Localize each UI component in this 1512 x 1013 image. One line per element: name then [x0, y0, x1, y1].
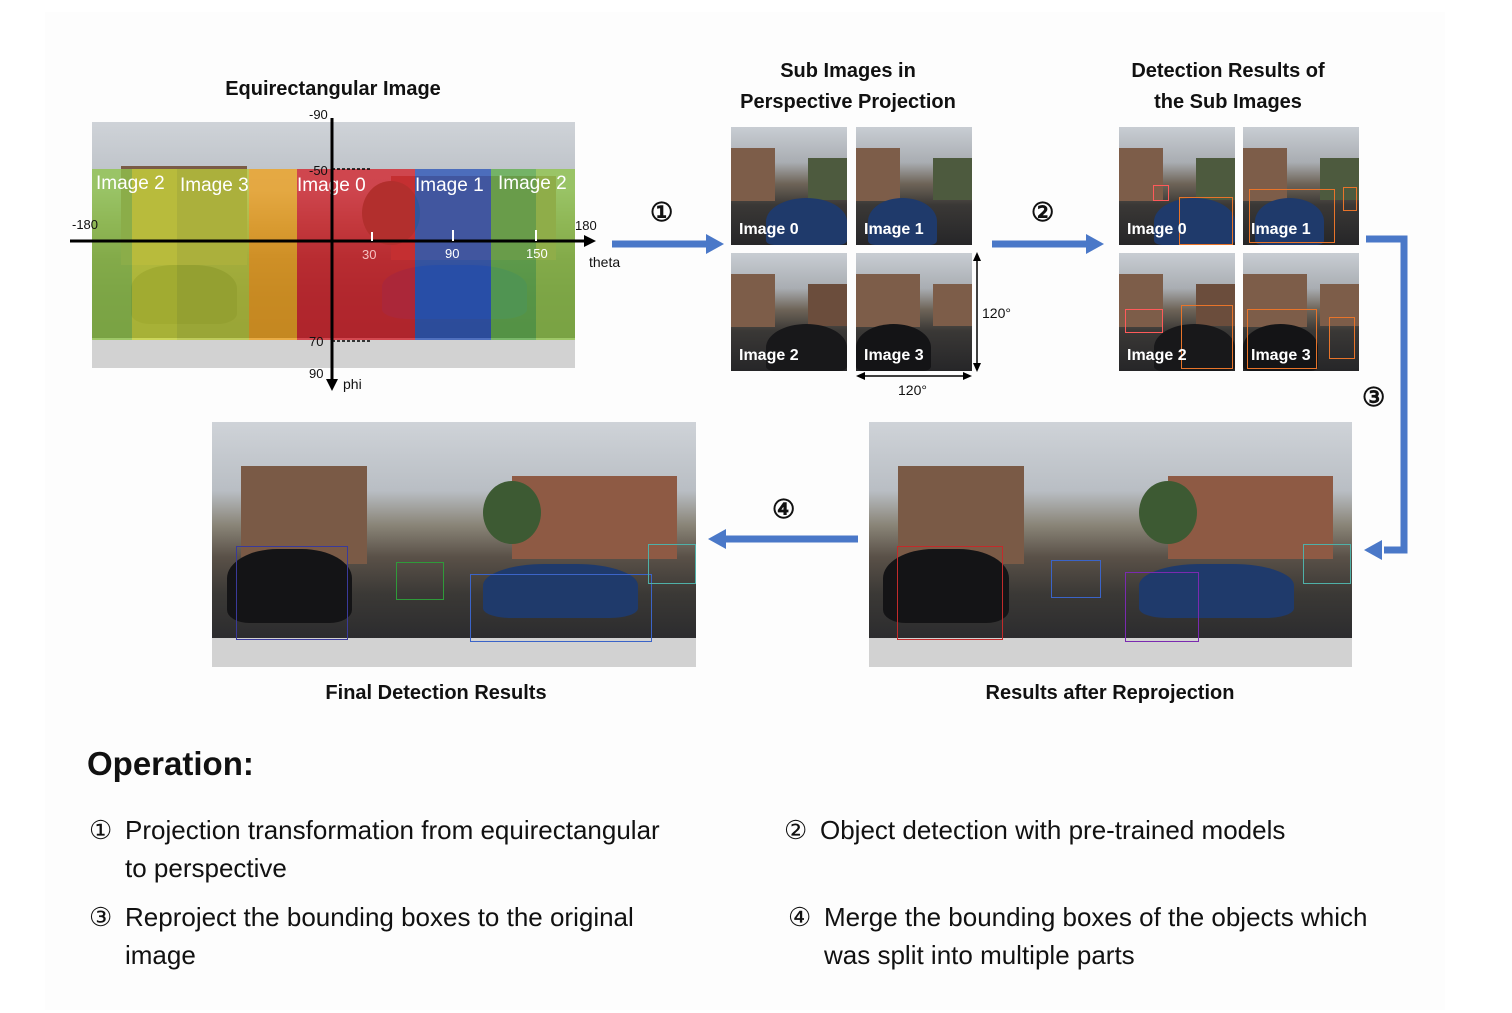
- strip-image2-image3-overlap: [132, 169, 177, 340]
- phi-upper-label: -50: [309, 163, 328, 178]
- sub-image-1: Image 1: [856, 127, 972, 245]
- arrow-step2-head: [1086, 234, 1104, 254]
- detection-image-1-label: Image 1: [1251, 221, 1311, 238]
- sub-image-3: Image 3: [856, 253, 972, 371]
- phi-top-label: -90: [309, 107, 328, 122]
- step-1-marker: ①: [650, 197, 674, 227]
- tick-label-30: 30: [362, 247, 377, 262]
- operation-item-2-line1: Object detection with pre-trained models: [820, 815, 1286, 845]
- strip-image2-right: [536, 169, 575, 340]
- step-4-marker: ④: [772, 494, 796, 524]
- detection-image-0: Image 0: [1119, 127, 1235, 245]
- step-3-marker: ③: [1362, 382, 1386, 412]
- arrow-step1-head: [706, 234, 724, 254]
- step-2-marker: ②: [1031, 197, 1055, 227]
- operation-item-1-number: ①: [89, 815, 113, 845]
- detection-title-line2: the Sub Images: [1154, 91, 1302, 113]
- operation-item-3-number: ③: [89, 902, 113, 932]
- strip-image3: [177, 169, 249, 340]
- phi-lower-label: 70: [309, 334, 324, 349]
- arrow-step4-head: [708, 529, 726, 549]
- operation-item-4-line2: was split into multiple parts: [824, 940, 1135, 970]
- strip-image1-image2-overlap: [491, 169, 536, 340]
- sub-image-2: Image 2: [731, 253, 847, 371]
- detection-image-1: Image 1: [1243, 127, 1359, 245]
- strip-label-image3: Image 3: [180, 175, 249, 196]
- phi-axis-name: phi: [343, 376, 362, 392]
- sub-image-2-label: Image 2: [739, 347, 799, 364]
- final-detection-image: [212, 422, 696, 667]
- sub-image-1-label: Image 1: [864, 221, 924, 238]
- detection-title: Detection Results of the Sub Images: [1080, 56, 1376, 118]
- fov-horizontal-label: 120°: [898, 382, 927, 398]
- tick-label-150: 150: [526, 246, 548, 261]
- sub-image-3-label: Image 3: [864, 347, 924, 364]
- theta-max-label: 180: [575, 218, 597, 233]
- sub-image-0-label: Image 0: [739, 221, 799, 238]
- operation-item-3-line2: image: [125, 940, 196, 970]
- operation-item-3: ③ Reproject the bounding boxes to the ori…: [89, 898, 749, 974]
- strip-label-image2-left: Image 2: [96, 173, 165, 194]
- operation-item-3-line1: Reproject the bounding boxes to the orig…: [125, 902, 634, 932]
- operation-item-1: ① Projection transformation from equirect…: [89, 811, 749, 887]
- reprojection-image: [869, 422, 1352, 667]
- sub-images-title-line2: Perspective Projection: [740, 91, 956, 113]
- tick-label-90: 90: [445, 246, 460, 261]
- detection-image-2-label: Image 2: [1127, 347, 1187, 364]
- theta-min-label: -180: [72, 217, 99, 232]
- sub-image-0: Image 0: [731, 127, 847, 245]
- fov-vertical-label: 120°: [982, 305, 1011, 321]
- theta-axis-arrowhead: [584, 235, 596, 247]
- operation-item-4-number: ④: [788, 902, 812, 932]
- phi-axis-arrowhead: [326, 379, 338, 391]
- operation-item-4: ④ Merge the bounding boxes of the objects…: [788, 898, 1488, 974]
- strip-image0: [297, 169, 415, 340]
- detection-image-2: Image 2: [1119, 253, 1235, 371]
- reprojection-title: Results after Reprojection: [985, 682, 1235, 704]
- final-title: Final Detection Results: [325, 682, 547, 704]
- sub-images-title: Sub Images in Perspective Projection: [700, 56, 996, 118]
- strip-image3-image0-overlap: [249, 169, 297, 340]
- strip-label-image2-right: Image 2: [498, 173, 567, 194]
- operation-item-2: ② Object detection with pre-trained model…: [784, 811, 1464, 849]
- operation-item-1-line1: Projection transformation from equirecta…: [125, 815, 660, 845]
- strip-label-image1: Image 1: [415, 175, 484, 196]
- arrow-step3-line: [1366, 235, 1408, 554]
- strip-image2-left: [92, 169, 132, 340]
- detection-image-3: Image 3: [1243, 253, 1359, 371]
- theta-axis-name: theta: [589, 254, 621, 270]
- strip-image1: [415, 169, 491, 340]
- operation-item-1-line2: to perspective: [125, 853, 287, 883]
- detection-image-0-label: Image 0: [1127, 221, 1187, 238]
- detection-image-3-label: Image 3: [1251, 347, 1311, 364]
- arrow-step3-head: [1364, 540, 1382, 560]
- sub-images-title-line1: Sub Images in: [780, 60, 916, 82]
- equirect-title: Equirectangular Image: [225, 78, 441, 100]
- phi-bottom-label: 90: [309, 366, 324, 381]
- operation-item-4-line1: Merge the bounding boxes of the objects …: [824, 902, 1368, 932]
- operation-item-2-number: ②: [784, 815, 808, 845]
- detection-title-line1: Detection Results of: [1131, 60, 1325, 82]
- operation-heading: Operation:: [87, 745, 254, 782]
